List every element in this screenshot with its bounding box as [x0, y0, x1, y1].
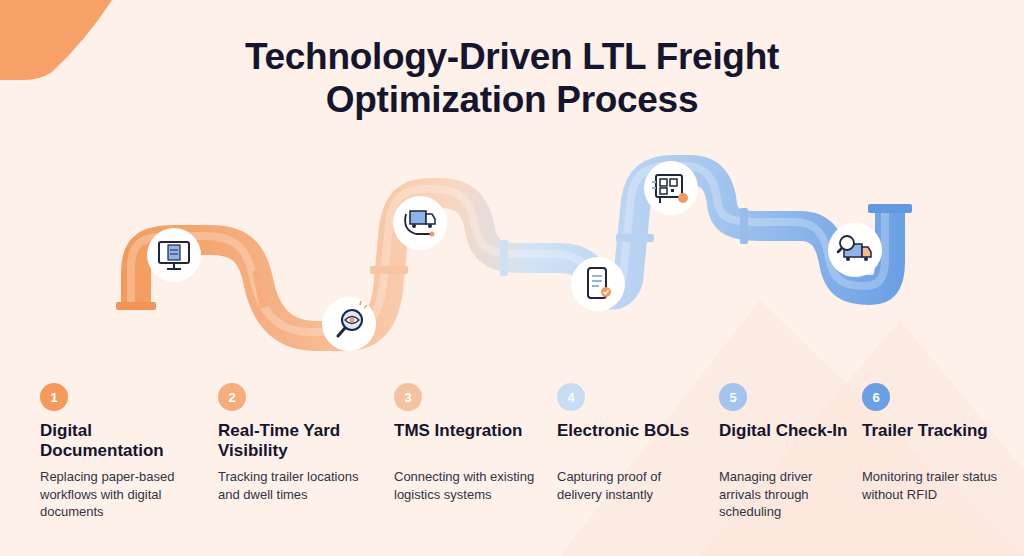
icon-circles [147, 161, 882, 351]
truck-search-icon [838, 236, 871, 261]
step-block: 1Digital DocumentationReplacing paper-ba… [40, 383, 208, 521]
pipe-joints [116, 204, 912, 310]
step-block: 5Digital Check-InManaging driver arrival… [719, 383, 853, 521]
title: Technology-Driven LTL Freight Optimizati… [192, 36, 832, 121]
step-number: 1 [40, 383, 68, 411]
step-number: 6 [862, 383, 890, 411]
phone-icon [588, 268, 611, 298]
step-description: Connecting with existing logistics syste… [394, 468, 546, 503]
step-heading: Electronic BOLs [557, 421, 689, 462]
step-description: Capturing proof of delivery instantly [557, 468, 707, 503]
step-heading: Digital Documentation [40, 421, 208, 462]
step-block: 4Electronic BOLsCapturing proof of deliv… [557, 383, 707, 503]
step-heading: TMS Integration [394, 421, 522, 462]
step-heading: Trailer Tracking [862, 421, 988, 462]
step-block: 6Trailer TrackingMonitoring trailer stat… [862, 383, 1012, 503]
step-block: 3TMS IntegrationConnecting with existing… [394, 383, 546, 503]
pipe-highlight [131, 166, 885, 332]
step-description: Replacing paper-based workflows with dig… [40, 468, 208, 521]
step-heading: Real-Time Yard Visibility [218, 421, 383, 462]
step-description: Tracking trailer locations and dwell tim… [218, 468, 383, 503]
step-number: 4 [557, 383, 585, 411]
monitor-icon [159, 242, 189, 269]
step-number: 2 [218, 383, 246, 411]
truck-route-icon [405, 211, 435, 237]
step-description: Managing driver arrivals through schedul… [719, 468, 853, 521]
magnifier-eye-icon [338, 301, 367, 336]
step-number: 3 [394, 383, 422, 411]
step-block: 2Real-Time Yard VisibilityTracking trail… [218, 383, 383, 503]
corner-shape [0, 0, 112, 80]
qr-board-icon [652, 175, 688, 203]
step-description: Monitoring trailer status without RFID [862, 468, 1012, 503]
background-triangle [700, 320, 1024, 556]
step-number: 5 [719, 383, 747, 411]
step-heading: Digital Check-In [719, 421, 847, 462]
